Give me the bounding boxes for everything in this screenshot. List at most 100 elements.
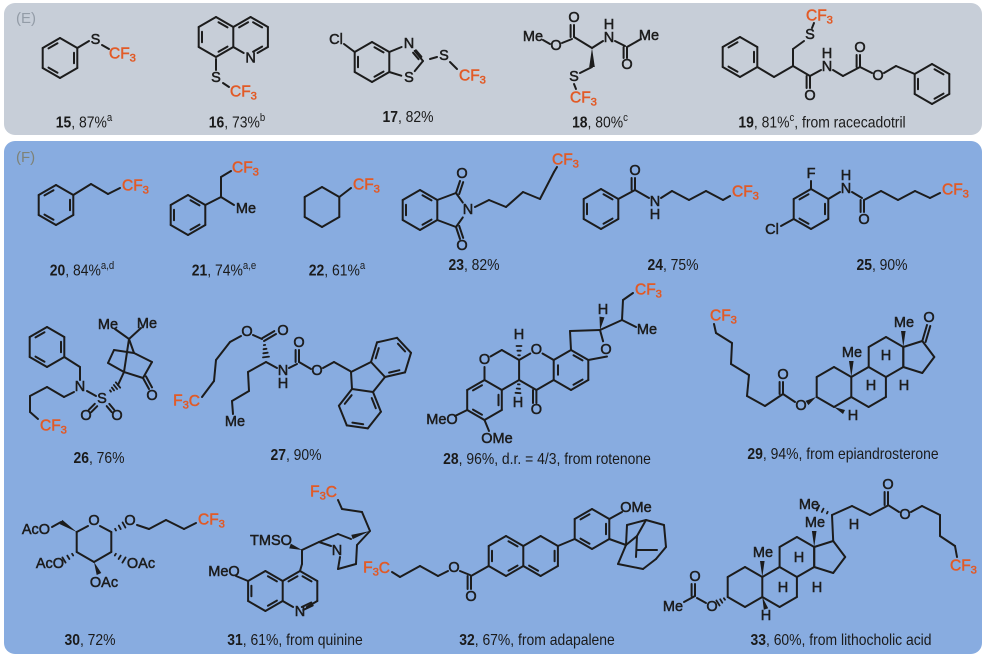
svg-text:O: O: [899, 507, 910, 523]
svg-text:H: H: [778, 580, 788, 596]
svg-text:CF3: CF3: [570, 90, 597, 109]
svg-text:O: O: [456, 238, 467, 254]
svg-text:N: N: [332, 543, 342, 559]
svg-text:Me: Me: [894, 315, 914, 331]
svg-text:N: N: [604, 30, 614, 46]
svg-text:CF3: CF3: [635, 282, 662, 301]
svg-text:S: S: [91, 32, 101, 48]
svg-text:O: O: [795, 398, 806, 414]
svg-text:S: S: [97, 391, 107, 407]
svg-text:CF3: CF3: [710, 308, 737, 327]
svg-text:O: O: [629, 163, 640, 179]
svg-text:OAc: OAc: [90, 575, 118, 591]
svg-text:TMSO: TMSO: [250, 533, 292, 549]
svg-text:Me: Me: [225, 414, 245, 430]
svg-text:CF3: CF3: [950, 558, 977, 577]
svg-text:F: F: [807, 166, 816, 182]
svg-text:S: S: [439, 48, 449, 64]
svg-text:N: N: [278, 363, 288, 379]
svg-text:O: O: [804, 88, 815, 104]
svg-text:Me: Me: [753, 545, 773, 561]
svg-text:F3C: F3C: [363, 560, 390, 579]
svg-text:H: H: [822, 46, 832, 62]
svg-text:N: N: [650, 194, 660, 210]
svg-text:Me: Me: [639, 28, 659, 44]
svg-text:CF3: CF3: [122, 178, 149, 197]
svg-text:O: O: [777, 367, 788, 383]
svg-text:H: H: [866, 378, 876, 394]
svg-text:O: O: [854, 40, 865, 56]
svg-text:H: H: [514, 327, 524, 343]
svg-text:Me: Me: [236, 201, 256, 217]
svg-text:CF3: CF3: [732, 184, 759, 203]
svg-text:CF3: CF3: [109, 46, 136, 65]
svg-text:S: S: [404, 70, 414, 86]
svg-text:Me: Me: [137, 316, 157, 332]
svg-text:O: O: [872, 68, 883, 84]
svg-text:H: H: [598, 302, 608, 318]
svg-text:O: O: [124, 513, 135, 529]
svg-text:Me: Me: [799, 497, 819, 513]
svg-text:O: O: [146, 388, 157, 404]
svg-text:S: S: [805, 27, 815, 43]
svg-text:H: H: [899, 378, 909, 394]
svg-text:H: H: [604, 17, 614, 33]
svg-text:OMe: OMe: [481, 431, 512, 447]
svg-text:H: H: [849, 517, 859, 533]
svg-text:Cl: Cl: [329, 32, 343, 48]
svg-text:Me: Me: [523, 29, 543, 45]
svg-text:O: O: [80, 408, 91, 424]
svg-text:O: O: [621, 57, 632, 73]
svg-text:H: H: [841, 168, 851, 184]
svg-text:CF3: CF3: [552, 152, 579, 171]
svg-text:Me: Me: [637, 322, 657, 338]
svg-text:O: O: [600, 342, 611, 358]
svg-text:H: H: [761, 608, 771, 624]
svg-text:O: O: [531, 402, 542, 418]
svg-text:O: O: [241, 324, 252, 340]
svg-text:N: N: [245, 51, 255, 67]
svg-text:N: N: [841, 181, 851, 197]
svg-text:O: O: [882, 477, 893, 493]
svg-text:O: O: [111, 408, 122, 424]
svg-text:AcO: AcO: [22, 522, 50, 538]
svg-text:CF3: CF3: [198, 512, 225, 531]
svg-text:O: O: [479, 352, 490, 368]
svg-text:AcO: AcO: [36, 556, 64, 572]
svg-text:O: O: [456, 166, 467, 182]
svg-text:O: O: [277, 323, 288, 339]
svg-text:CF3: CF3: [40, 418, 67, 437]
svg-text:O: O: [88, 513, 99, 529]
svg-text:MeO: MeO: [208, 564, 239, 580]
svg-text:F3C: F3C: [173, 393, 200, 412]
svg-text:O: O: [465, 589, 476, 605]
svg-text:S: S: [211, 70, 221, 86]
svg-text:OMe: OMe: [620, 500, 651, 516]
svg-text:F3C: F3C: [310, 484, 337, 503]
svg-text:H: H: [881, 348, 891, 364]
svg-text:O: O: [550, 38, 561, 54]
svg-text:Cl: Cl: [765, 222, 779, 238]
svg-text:CF3: CF3: [230, 84, 257, 103]
svg-text:O: O: [923, 310, 934, 326]
svg-text:O: O: [706, 599, 717, 615]
svg-text:O: O: [448, 560, 459, 576]
svg-text:Me: Me: [805, 515, 825, 531]
svg-text:Me: Me: [98, 317, 118, 333]
svg-text:N: N: [822, 59, 832, 75]
svg-text:CF3: CF3: [232, 160, 259, 179]
svg-text:O: O: [311, 363, 322, 379]
svg-text:CF3: CF3: [942, 182, 969, 201]
svg-text:OAc: OAc: [127, 556, 155, 572]
svg-text:CF3: CF3: [459, 68, 486, 87]
svg-text:H: H: [513, 395, 523, 411]
svg-text:N: N: [404, 36, 414, 52]
svg-text:CF3: CF3: [353, 177, 380, 196]
svg-text:MeO: MeO: [426, 412, 457, 428]
svg-text:CF3: CF3: [806, 8, 833, 27]
svg-text:N: N: [463, 202, 473, 218]
svg-text:N: N: [295, 604, 305, 620]
svg-text:S: S: [569, 69, 579, 85]
svg-text:H: H: [848, 408, 858, 424]
svg-text:O: O: [689, 569, 700, 585]
